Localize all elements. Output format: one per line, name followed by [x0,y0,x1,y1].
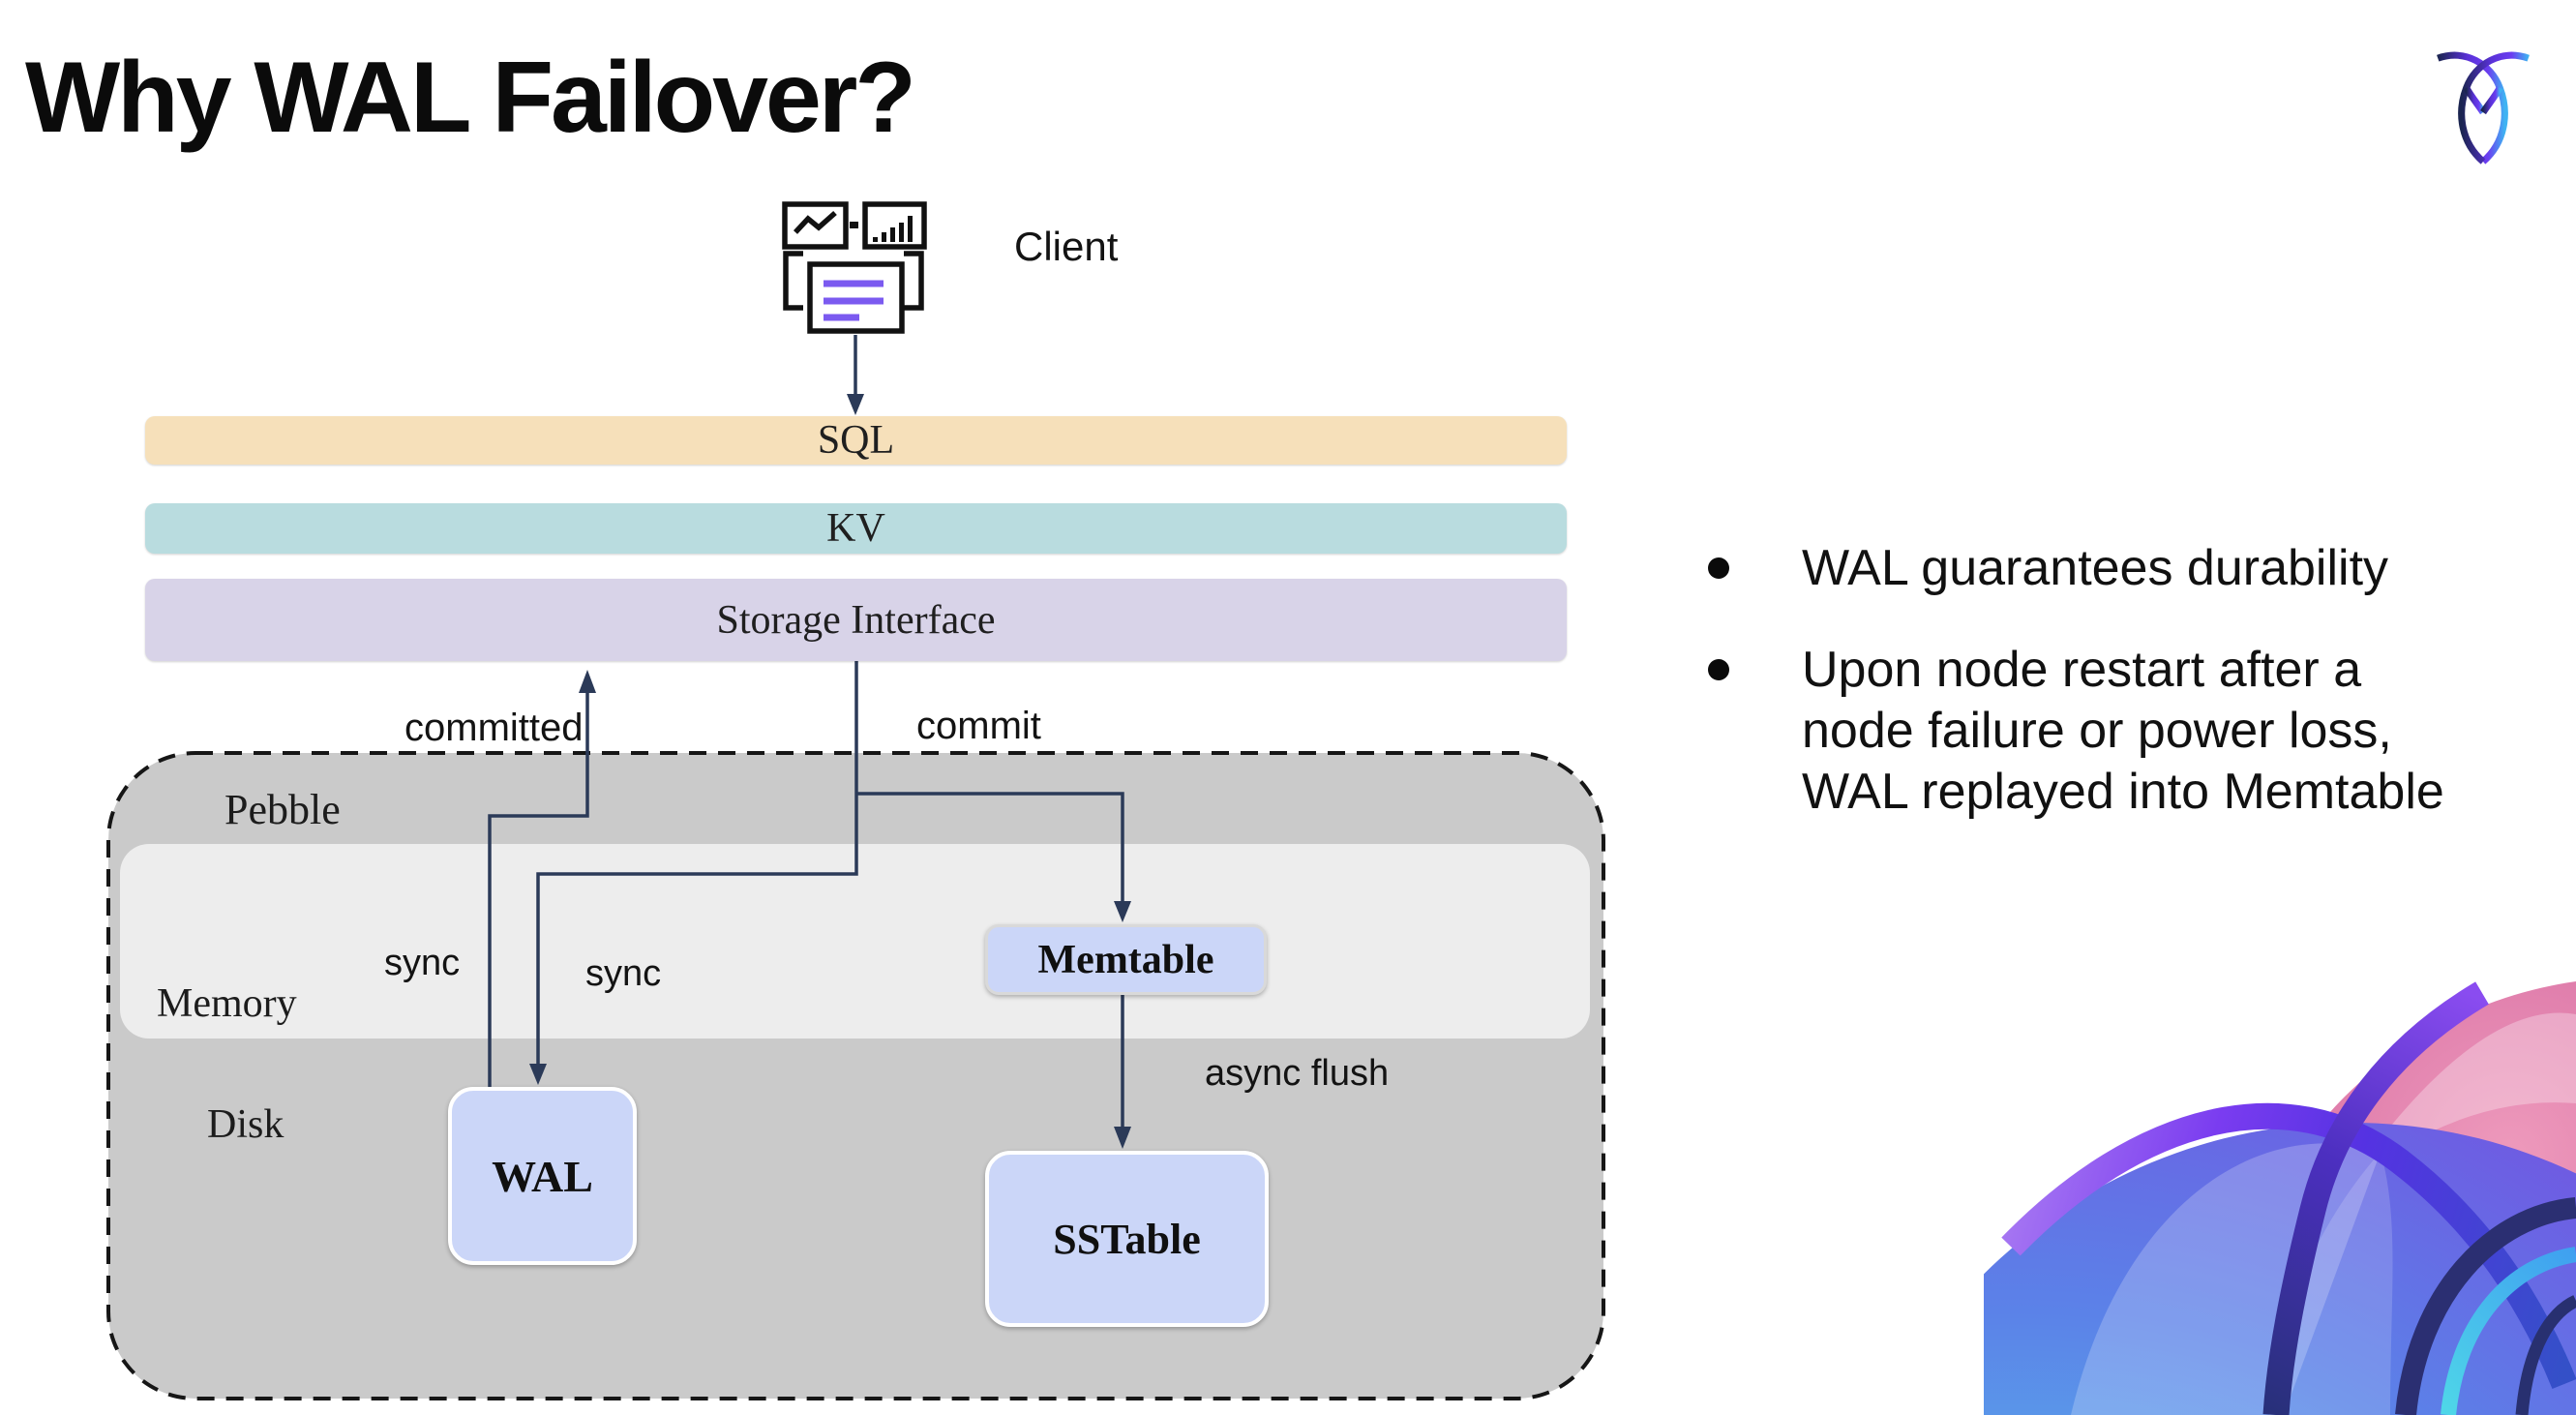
wal-box-label: WAL [492,1151,593,1201]
bullet-dot-icon [1708,659,1729,680]
edge-label-sync-left: sync [384,943,461,983]
arrowhead-into-sstable [1114,1127,1131,1149]
bullet-dot-icon [1708,557,1729,579]
page-title: Why WAL Failover? [25,42,916,154]
memtable-box-label: Memtable [1037,937,1214,982]
dash-connector-icon [850,222,858,228]
client-devices-icon [782,201,927,334]
layer-bar-sql: SQL [145,416,1567,465]
commit-memtable-arrow [856,792,1124,901]
art-dark-vein [2515,1295,2576,1415]
layer-bar-storage-interface: Storage Interface [145,579,1567,661]
bullet-line: Upon node restart after a [1802,642,2362,698]
art-leaf-outline [2395,1197,2576,1415]
layer-bar-kv-label: KV [826,506,885,551]
bullet-text: WAL guarantees durability [1802,538,2388,599]
bullet-line: WAL replayed into Memtable [1802,764,2444,820]
arrowhead-into-wal [529,1064,547,1085]
edge-label-async-flush: async flush [1205,1053,1390,1094]
committed-arrow [488,691,589,1087]
cockroach-logo-icon [2437,51,2530,165]
sstable-box: SSTable [985,1151,1269,1327]
wal-box: WAL [448,1087,637,1265]
right-bracket-icon [904,251,924,311]
arrowhead-into-sql [847,394,864,415]
layer-bar-kv: KV [145,503,1567,554]
memory-label: Memory [157,981,297,1026]
client-label: Client [1014,224,1119,269]
commit-sync-arrow [536,661,858,1064]
bullet-line: node failure or power loss, [1802,703,2392,759]
arrowhead-into-memtable [1114,901,1131,922]
pebble-label: Pebble [225,786,341,833]
edge-label-commit: commit [916,705,1041,747]
edge-label-sync-right: sync [585,953,662,994]
art-cyan-arc [2441,1247,2576,1415]
brand-art [1984,981,2576,1415]
sstable-box-label: SSTable [1053,1215,1201,1263]
layer-bar-sql-label: SQL [817,418,895,463]
bullet-item: WAL guarantees durability [1708,538,2501,599]
arrowhead-committed-up [579,670,596,693]
memtable-box: Memtable [985,924,1267,995]
bullet-text: Upon node restart after a node failure o… [1802,640,2444,823]
edge-label-committed: committed [404,707,584,749]
disk-label: Disk [207,1102,285,1147]
bullet-item: Upon node restart after a node failure o… [1708,640,2501,823]
left-bracket-icon [783,251,803,311]
art-purple-arc [2001,1102,2576,1390]
bullet-line: WAL guarantees durability [1802,540,2389,596]
bullet-list: WAL guarantees durability Upon node rest… [1708,538,2501,823]
art-indigo-arc [2262,981,2489,1415]
layer-bar-storage-interface-label: Storage Interface [716,597,996,643]
